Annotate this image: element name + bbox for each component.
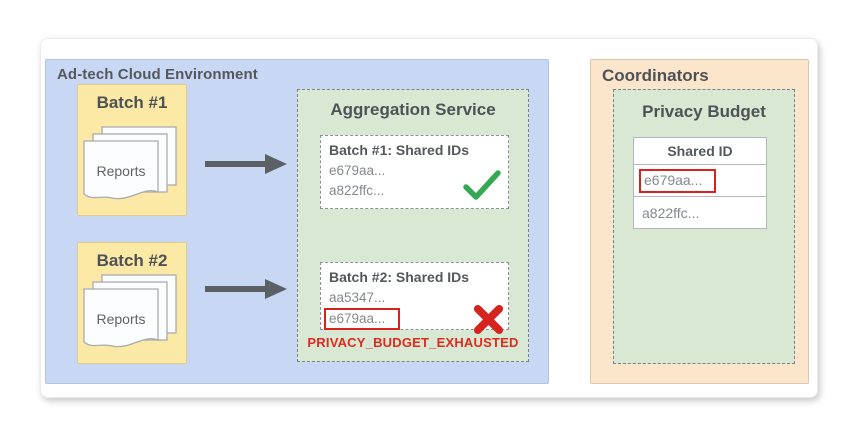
duplicate-id-highlight: e679aa... (324, 308, 401, 330)
spent-id-highlight: e679aa... (639, 168, 717, 193)
x-icon (473, 304, 504, 335)
shared-id-value: e679aa... (329, 163, 386, 178)
shared-id-value: a822ffc... (329, 183, 385, 198)
batch-1-result-title: Batch #1: Shared IDs (329, 142, 470, 158)
shared-id-header-cell: Shared ID (633, 137, 767, 165)
shared-id-value: aa5347... (329, 290, 386, 305)
reports-label: Reports (96, 163, 145, 179)
adtech-environment-panel: Ad-tech Cloud Environment Batch #1 Repor… (45, 59, 549, 384)
aggregation-service-box: Aggregation Service Batch #1: Shared IDs… (297, 89, 529, 362)
aggregation-service-title: Aggregation Service (330, 100, 496, 119)
batch-2-result-card: Batch #2: Shared IDs aa5347... e679aa... (320, 262, 509, 335)
adtech-environment-title: Ad-tech Cloud Environment (57, 66, 258, 83)
table-row: e679aa... (633, 164, 767, 197)
arrow-right-icon (205, 279, 287, 299)
coordinators-title: Coordinators (602, 66, 709, 85)
batch-1-box: Batch #1 Reports (77, 84, 187, 216)
arrow-right-icon (205, 154, 287, 174)
batch-2-label: Batch #2 (96, 251, 168, 270)
batch-2-box: Batch #2 Reports (77, 242, 187, 364)
table-header-row: Shared ID (633, 137, 767, 165)
privacy-budget-box: Privacy Budget Shared ID e679aa... a822f… (613, 89, 795, 364)
table-row: a822ffc... (633, 196, 767, 229)
batch-2-result-title: Batch #2: Shared IDs (329, 269, 470, 285)
reports-label: Reports (96, 311, 145, 327)
privacy-budget-error-label: PRIVACY_BUDGET_EXHAUSTED (307, 335, 519, 350)
coordinators-panel: Coordinators Privacy Budget Shared ID e6… (590, 59, 809, 384)
batch-1-label: Batch #1 (96, 93, 168, 112)
shared-id-value: a822ffc... (633, 196, 767, 229)
diagram-card: Ad-tech Cloud Environment Batch #1 Repor… (40, 38, 818, 398)
check-icon (463, 170, 501, 200)
shared-id-table: Shared ID e679aa... a822ffc... (633, 137, 767, 229)
reports-stack-icon: Reports (83, 274, 177, 348)
reports-stack-icon: Reports (83, 126, 177, 200)
batch-1-result-card: Batch #1: Shared IDs e679aa... a822ffc..… (320, 135, 509, 209)
privacy-budget-title: Privacy Budget (642, 102, 766, 121)
